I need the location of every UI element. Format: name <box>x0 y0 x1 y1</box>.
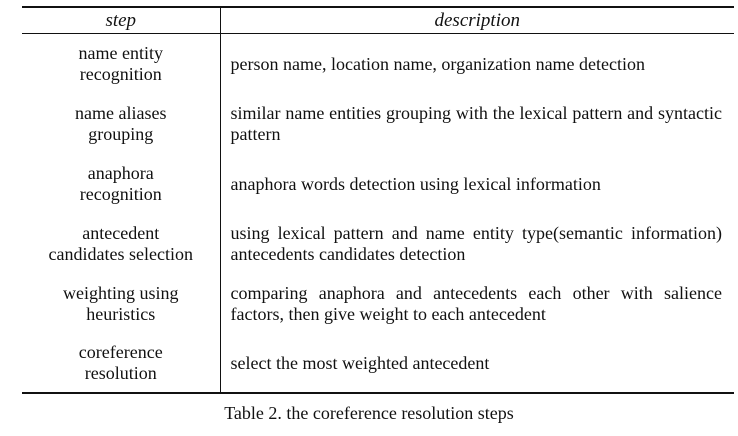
step-text-line: name aliases <box>75 103 167 123</box>
table-row: anaphora recognition anaphora words dete… <box>22 154 734 214</box>
table-row: name entity recognition person name, loc… <box>22 33 734 94</box>
description-cell: select the most weighted antecedent <box>230 352 490 373</box>
step-cell: name entity recognition <box>22 33 221 94</box>
step-text-line: name entity <box>78 43 163 63</box>
header-step: step <box>22 7 221 34</box>
table-caption: Table 2. the coreference resolution step… <box>224 403 514 423</box>
step-text-line: recognition <box>79 64 162 84</box>
table-row: weighting using heuristics comparing ana… <box>22 274 734 334</box>
step-cell: anaphora recognition <box>22 154 221 214</box>
step-text-line: recognition <box>79 184 162 204</box>
table-header-row: step description <box>22 7 734 34</box>
step-cell: antecedent candidates selection <box>22 214 221 274</box>
coreference-steps-table: step description name entity recognition… <box>22 6 734 394</box>
step-text-line: antecedent <box>82 223 160 243</box>
description-cell: similar name entities grouping with the … <box>230 103 723 144</box>
steps-table-container: step description name entity recognition… <box>22 6 734 394</box>
step-text-line: grouping <box>88 124 154 144</box>
step-cell: weighting using heuristics <box>22 274 221 334</box>
step-text-line: anaphora <box>87 163 154 183</box>
step-text-line: heuristics <box>86 304 156 324</box>
step-cell: name aliases grouping <box>22 94 221 154</box>
step-text-line: weighting using <box>63 283 179 303</box>
step-text-line: candidates selection <box>48 244 193 264</box>
table-row: antecedent candidates selection using le… <box>22 214 734 274</box>
description-cell: comparing anaphora and antecedents each … <box>230 283 723 324</box>
header-description: description <box>220 7 734 34</box>
description-cell: using lexical pattern and name entity ty… <box>230 223 723 264</box>
table-row: coreference resolution select the most w… <box>22 334 734 393</box>
description-cell: person name, location name, organization… <box>230 53 646 74</box>
description-cell: anaphora words detection using lexical i… <box>230 173 601 194</box>
step-text-line: coreference <box>78 342 163 362</box>
step-text-line: resolution <box>84 363 157 383</box>
step-cell: coreference resolution <box>22 334 221 393</box>
table-row: name aliases grouping similar name entit… <box>22 94 734 154</box>
